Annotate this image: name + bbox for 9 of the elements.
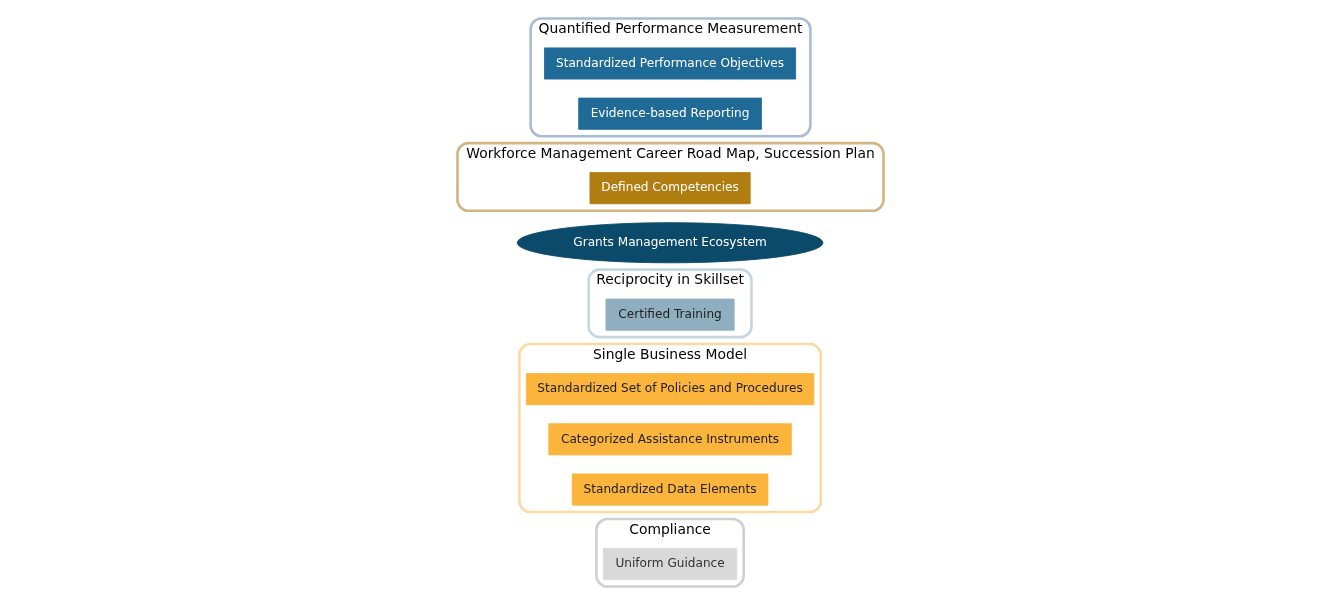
node-box: Standardized Data Elements — [571, 473, 768, 506]
node-box: Certified Training — [605, 298, 735, 331]
node-box: Standardized Set of Policies and Procedures — [525, 373, 814, 406]
node-ellipse: Grants Management Ecosystem — [516, 222, 823, 264]
node-box: Defined Competencies — [589, 172, 751, 205]
node-box: Categorized Assistance Instruments — [547, 423, 792, 456]
node-box: Standardized Performance Objectives — [543, 47, 796, 80]
node-box: Evidence-based Reporting — [577, 97, 762, 130]
node-box: Uniform Guidance — [602, 548, 737, 581]
